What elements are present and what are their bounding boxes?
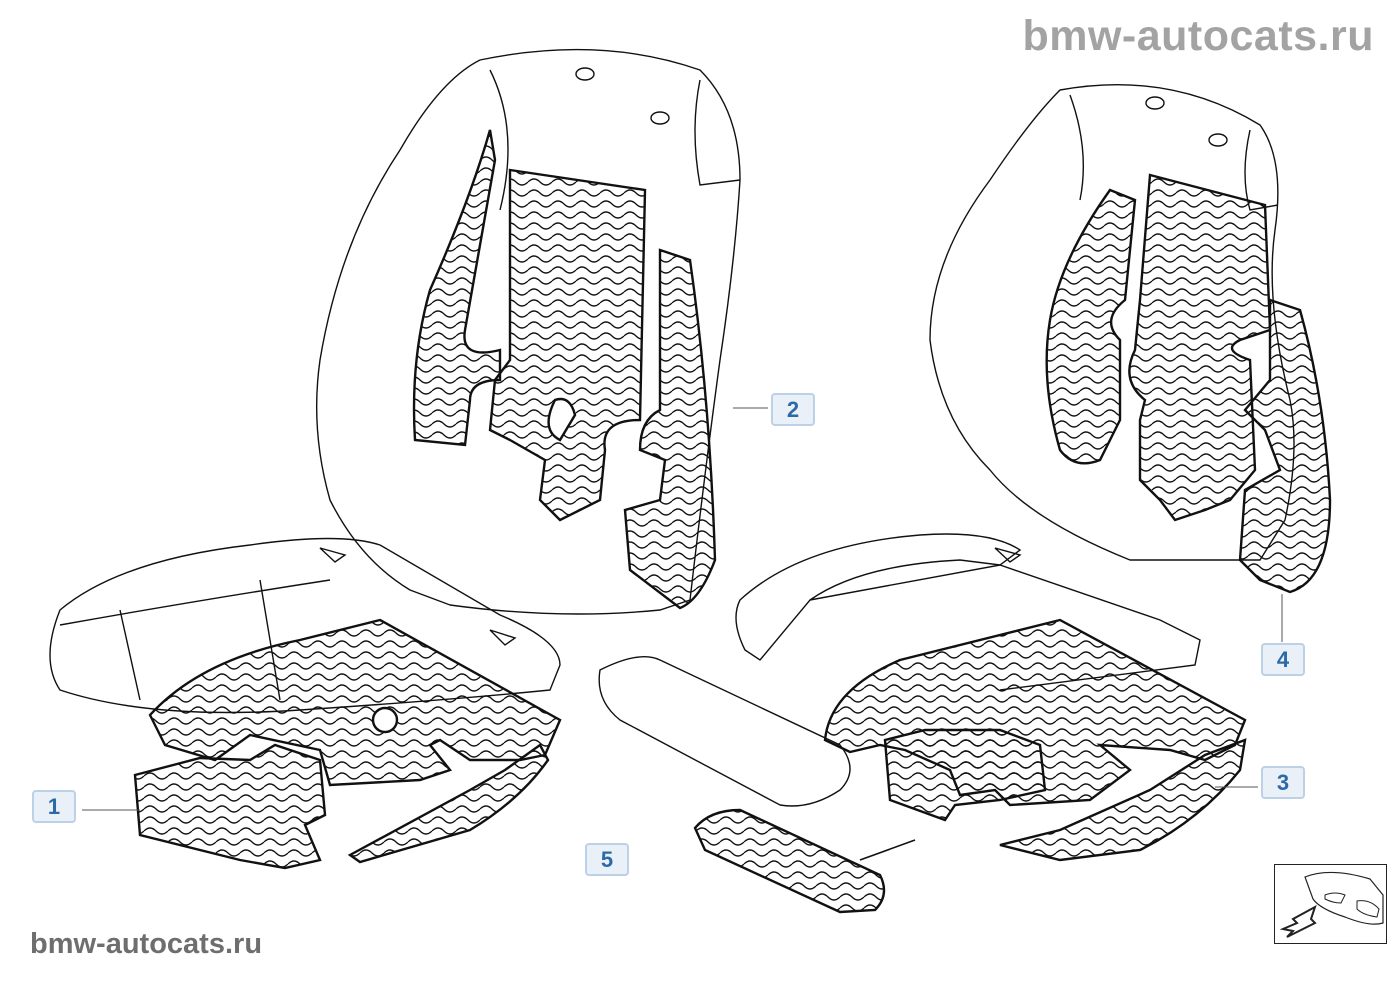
watermark-top: bmw-autocats.ru [1022, 12, 1374, 60]
left-cushion-heating-mat [133, 618, 562, 870]
car-front-arrow-icon [1279, 871, 1384, 938]
navigation-thumbnail[interactable] [1274, 864, 1387, 944]
callout-3[interactable]: 3 [1261, 766, 1305, 799]
left-backrest [315, 48, 741, 615]
callout-5[interactable]: 5 [585, 843, 629, 876]
left-seat-cushion [49, 537, 561, 714]
callout-4[interactable]: 4 [1261, 643, 1305, 676]
callout-1[interactable]: 1 [32, 790, 76, 823]
cushion-bolster [598, 655, 851, 807]
watermark-bottom: bmw-autocats.ru [30, 928, 263, 960]
left-backrest-heating-mat [412, 129, 717, 610]
callout-2[interactable]: 2 [771, 393, 815, 426]
small-heating-mat [693, 808, 916, 914]
right-cushion-heating-mat [823, 618, 1247, 862]
right-seat-cushion [735, 533, 1201, 691]
right-backrest-heating-mat [1045, 173, 1332, 594]
leader-lines [82, 407, 1283, 811]
